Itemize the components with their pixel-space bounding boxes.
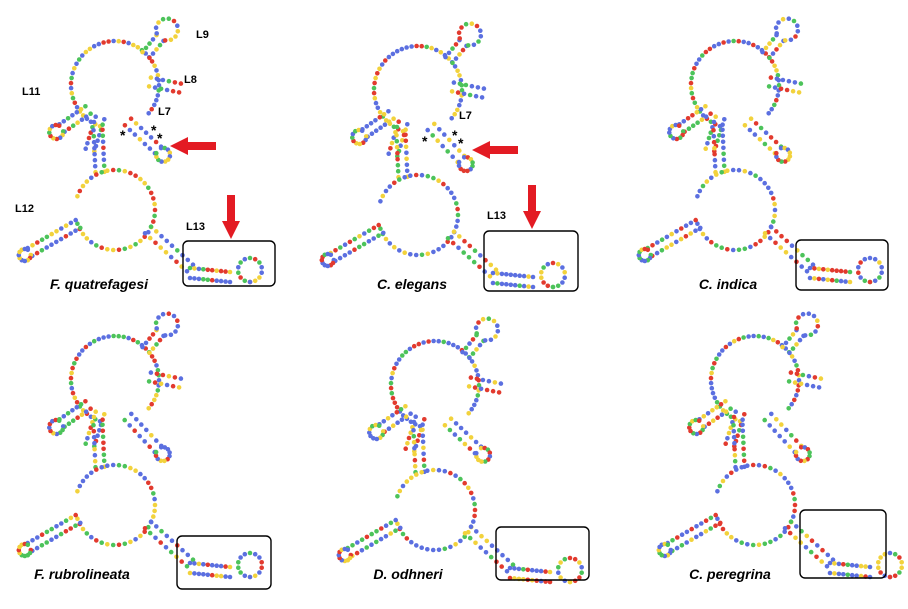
l13-box-c-peregrina <box>799 509 887 579</box>
l13-box-c-elegans <box>483 230 579 292</box>
rna-structure-c-elegans <box>319 21 567 290</box>
loop-label-l11: L11 <box>22 86 41 98</box>
red-arrow-l13-f-quatrefagesi <box>222 195 240 239</box>
loop-label-l8: L8 <box>184 74 197 86</box>
loop-label-l13: L13 <box>186 221 205 233</box>
caption-d-odhneri: D. odhneri <box>373 566 443 582</box>
caption-c-elegans: C. elegans <box>376 276 448 292</box>
caption-c-peregrina: C. peregrina <box>689 566 771 582</box>
rna-structure-f-rubrolineata <box>16 311 265 580</box>
l13-box-f-rubrolineata <box>176 535 272 590</box>
asterisk-marker: * <box>120 127 126 143</box>
l13-box-d-odhneri <box>495 526 590 581</box>
loop-label-l9: L9 <box>196 29 209 41</box>
red-arrow-l13-c-elegans <box>523 185 541 229</box>
loop-label-l12: L12 <box>15 203 34 215</box>
asterisk-marker: * <box>151 122 157 138</box>
caption-f-rubrolineata: F. rubrolineata <box>34 566 130 582</box>
caption-f-quatrefagesi: F. quatrefagesi <box>49 276 149 292</box>
l13-box-c-indica <box>795 239 889 291</box>
caption-c-indica: C. indica <box>698 276 758 292</box>
asterisk-marker: * <box>157 130 163 146</box>
rna-structure-d-odhneri <box>336 316 584 585</box>
loop-label-l7-elegans: L7 <box>459 110 472 122</box>
asterisk-marker: * <box>452 127 458 143</box>
loop-label-l7: L7 <box>158 106 171 118</box>
rna-structure-c-indica <box>636 16 884 285</box>
asterisk-marker: * <box>458 135 464 151</box>
asterisk-marker: * <box>422 133 428 149</box>
rna-structure-c-peregrina <box>656 311 904 580</box>
rna-structure-f-quatrefagesi <box>16 16 265 285</box>
red-arrow-l7-f-quatrefagesi <box>170 137 216 155</box>
red-arrow-l7-c-elegans <box>472 141 518 159</box>
loop-label-l13-elegans: L13 <box>487 210 506 222</box>
l13-box-f-quatrefagesi <box>182 240 276 287</box>
